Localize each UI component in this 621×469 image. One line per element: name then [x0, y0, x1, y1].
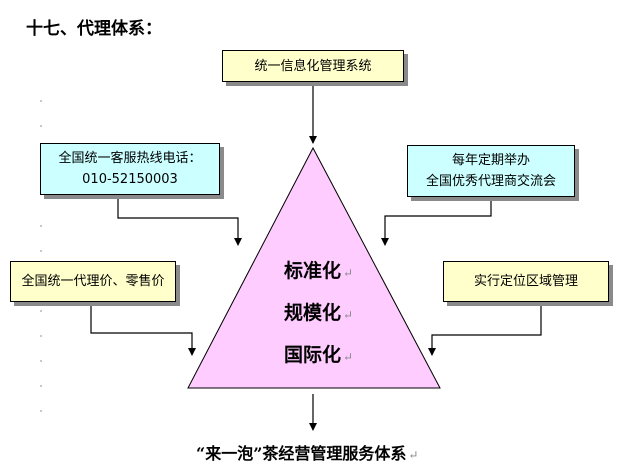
- section-heading: 十七、代理体系：: [26, 19, 162, 39]
- arrow-annual: [381, 198, 492, 246]
- central-triangle: [187, 146, 441, 389]
- triangle-item-international: 国际化↵: [284, 344, 354, 366]
- arrow-pricing: [90, 303, 196, 356]
- arrow-region: [428, 303, 542, 356]
- pricing-box: 全国统一代理价、零售价: [10, 261, 176, 302]
- info-system-label: 统一信息化管理系统: [254, 58, 372, 74]
- annual-meeting-box: 每年定期举办 全国优秀代理商交流会: [407, 145, 575, 197]
- region-box: 实行定位区域管理: [443, 261, 609, 302]
- margin-dots: [40, 100, 42, 412]
- hotline-label: 全国统一客服热线电话：: [58, 151, 202, 166]
- region-label: 实行定位区域管理: [473, 274, 578, 289]
- triangle-item-standardization: 标准化↵: [284, 260, 354, 282]
- triangle-item-scale: 规模化↵: [284, 302, 354, 324]
- annual-meeting-line1: 每年定期举办: [451, 153, 530, 168]
- info-system-box: 统一信息化管理系统: [222, 50, 404, 82]
- annual-meeting-line2: 全国优秀代理商交流会: [425, 174, 556, 189]
- hotline-number: 010-52150003: [82, 172, 178, 187]
- pricing-label: 全国统一代理价、零售价: [21, 274, 165, 289]
- hotline-box: 全国统一客服热线电话： 010-52150003: [40, 143, 220, 195]
- system-title: “来一泡”茶经营管理服务体系↵: [196, 444, 419, 463]
- arrow-hotline: [117, 196, 242, 246]
